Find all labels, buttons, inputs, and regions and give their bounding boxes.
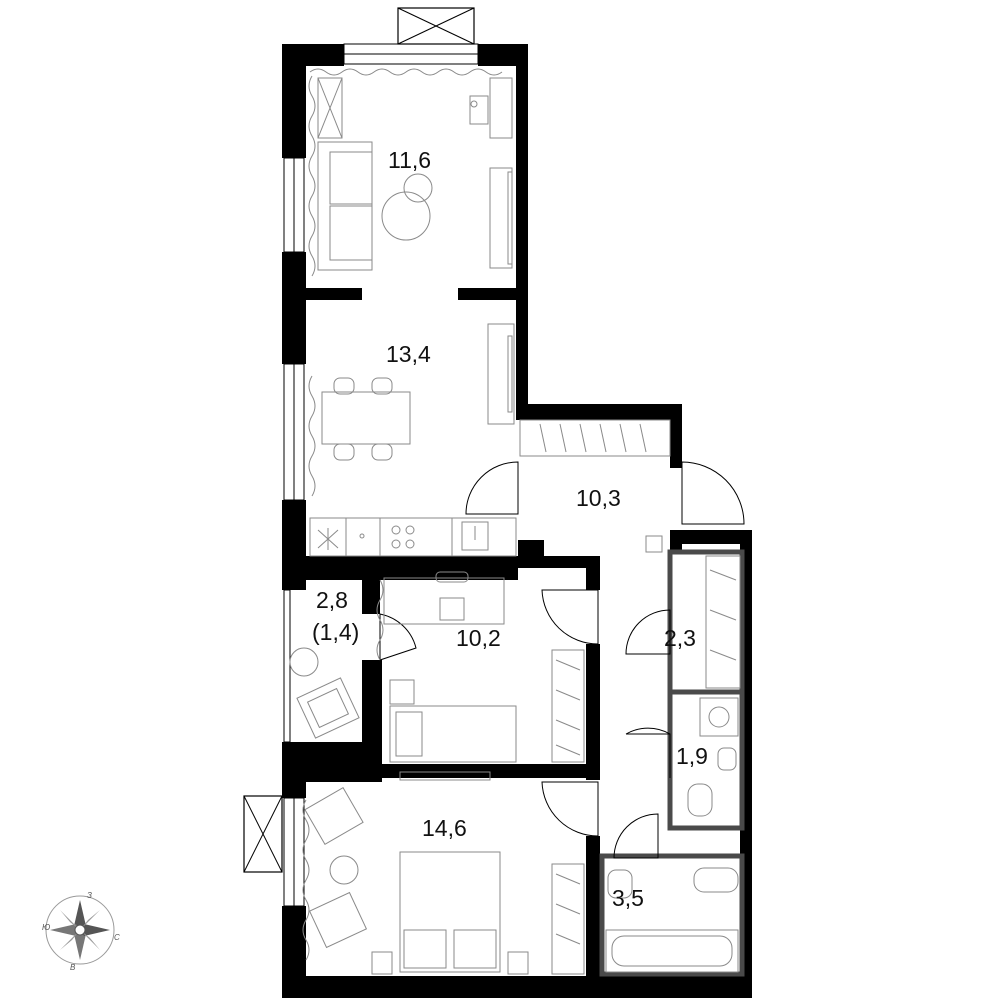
balcony-furniture	[289, 647, 360, 739]
doors	[379, 461, 745, 859]
room-area-wardrobe: 2,3	[664, 625, 696, 651]
compass-west: Ю	[42, 923, 50, 932]
bedroom1-furniture	[376, 571, 585, 763]
ac-unit-left	[243, 795, 283, 873]
wet-rooms-furniture	[605, 555, 741, 973]
ac-unit-top	[397, 7, 475, 45]
kitchen-furniture	[308, 323, 517, 557]
living-furniture	[308, 68, 513, 277]
room-labels: 11,6 13,4 10,3 2,8 (1,4) 10,2 14,6 2,3 1…	[312, 147, 708, 911]
windows	[243, 7, 479, 907]
room-area-balcony-reduced: (1,4)	[312, 619, 359, 645]
room-area-balcony: 2,8	[316, 587, 348, 613]
hall-furniture	[519, 419, 671, 553]
room-area-bathroom: 3,5	[612, 885, 644, 911]
room-area-kitchen: 13,4	[386, 341, 431, 367]
room-area-living: 11,6	[388, 147, 431, 173]
room-area-bedroom-2: 14,6	[422, 815, 467, 841]
compass-east: С	[114, 933, 120, 942]
walls	[282, 44, 752, 998]
compass-south: В	[70, 963, 76, 972]
compass-north: З	[87, 891, 92, 900]
compass-rose: З Ю С В	[42, 891, 120, 972]
room-area-bedroom-1: 10,2	[456, 625, 501, 651]
room-area-toilet: 1,9	[676, 743, 708, 769]
room-area-hall: 10,3	[576, 485, 621, 511]
bedroom2-furniture	[302, 771, 585, 975]
